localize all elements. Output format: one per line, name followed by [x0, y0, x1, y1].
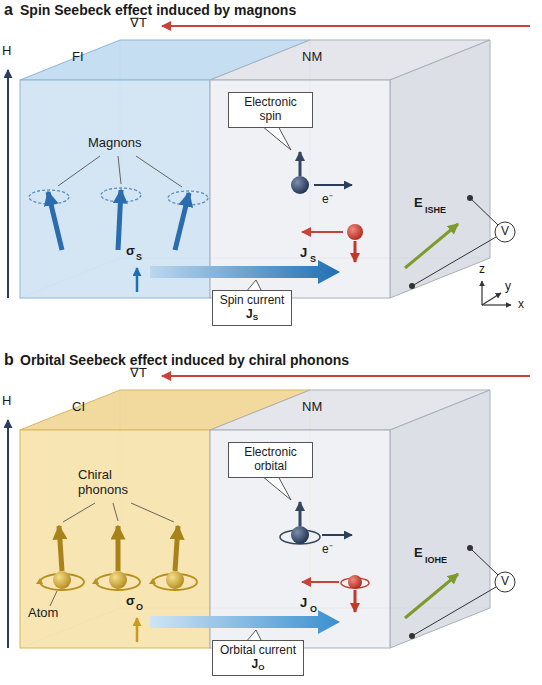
callout-box: Orbital currentJO: [212, 640, 304, 676]
symbol-line: JO: [219, 658, 297, 672]
figure-label: V: [501, 225, 509, 239]
callout-box: Electronic orbital: [228, 442, 313, 478]
figure-label: H: [2, 394, 11, 409]
figure-label: J: [300, 596, 307, 611]
symbol-subscript: S: [253, 313, 258, 322]
figure-label: y: [505, 280, 511, 294]
figure-label: σ: [126, 244, 135, 259]
figure-label: IOHE: [425, 555, 447, 565]
figure-label: CI: [72, 400, 85, 415]
figure-label: NM: [302, 400, 322, 415]
figure-label: J: [300, 246, 307, 261]
callout-text: Spin current: [219, 294, 285, 308]
callout-text: Electronic orbital: [236, 446, 306, 474]
figure-label: σ: [126, 594, 135, 609]
callout-text: Orbital current: [219, 644, 297, 658]
figure-label: NM: [302, 50, 322, 65]
panel-a-art: [8, 26, 530, 305]
figure-label: ∇T: [130, 16, 147, 31]
figure-label: z: [479, 263, 485, 277]
figure-label: ISHE: [425, 205, 446, 215]
panel-b-art: [8, 376, 530, 648]
figure-label: O: [136, 602, 143, 612]
figure-label: S: [136, 252, 142, 262]
symbol-line: JS: [219, 308, 285, 322]
figure-label: FI: [72, 50, 84, 65]
figure-label: V: [501, 575, 509, 589]
figure-label: x: [518, 298, 524, 312]
figure-label: Atom: [28, 606, 58, 621]
figure-label: Magnons: [88, 136, 141, 151]
figure-label: Orbital Seebeck effect induced by chiral…: [20, 352, 349, 368]
figure-label: a: [4, 1, 13, 19]
symbol-subscript: O: [258, 663, 264, 672]
figure-label: ∇T: [130, 366, 147, 381]
callout-box: Spin currentJS: [212, 290, 292, 326]
figure-label: Chiral phonons: [78, 468, 150, 498]
figure-label: e⁻: [322, 543, 333, 557]
figure-label: b: [4, 351, 14, 369]
figure-label: O: [310, 604, 317, 614]
figure-label: E: [414, 546, 423, 561]
figure-label: S: [310, 254, 316, 264]
figure-label: e⁻: [322, 193, 333, 207]
symbol-text: J: [246, 307, 253, 321]
figure-label: E: [414, 196, 423, 211]
figure-label: H: [2, 44, 11, 59]
figure-label: Spin Seebeck effect induced by magnons: [20, 2, 296, 18]
callout-box: Electronic spin: [228, 92, 313, 128]
callout-text: Electronic spin: [236, 96, 306, 124]
symbol-text: J: [252, 657, 259, 671]
